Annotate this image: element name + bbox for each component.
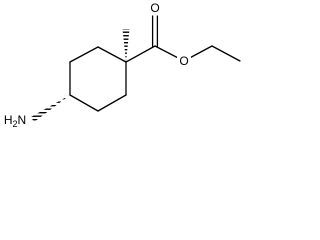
- methyl-hashed-wedge-bond: [122, 29, 130, 62]
- ethyl-bond-2: [211, 45, 241, 62]
- carbonyl-oxygen-label: O: [150, 1, 159, 15]
- ring-bond: [97, 46, 127, 63]
- amine-hydrogen-text: H: [4, 113, 13, 127]
- ester-oxygen-label: O: [179, 54, 188, 68]
- ring-bond: [69, 46, 99, 63]
- amine-mask: [0, 111, 31, 128]
- chemical-structure: O O H2N: [0, 1, 241, 129]
- amine-nitrogen-text: N: [18, 113, 27, 127]
- amine-subscript: 2: [12, 119, 17, 129]
- ester-oxygen-mask: [177, 54, 191, 68]
- cyclohexane-ring: [69, 46, 127, 112]
- ring-bond: [97, 94, 127, 112]
- ring-bond: [69, 94, 99, 112]
- amine-label: H2N: [4, 113, 26, 129]
- ester-bond: [125, 45, 156, 63]
- amine-hashed-wedge-bond: [31, 95, 70, 122]
- carbonyl-oxygen-mask: [148, 1, 162, 15]
